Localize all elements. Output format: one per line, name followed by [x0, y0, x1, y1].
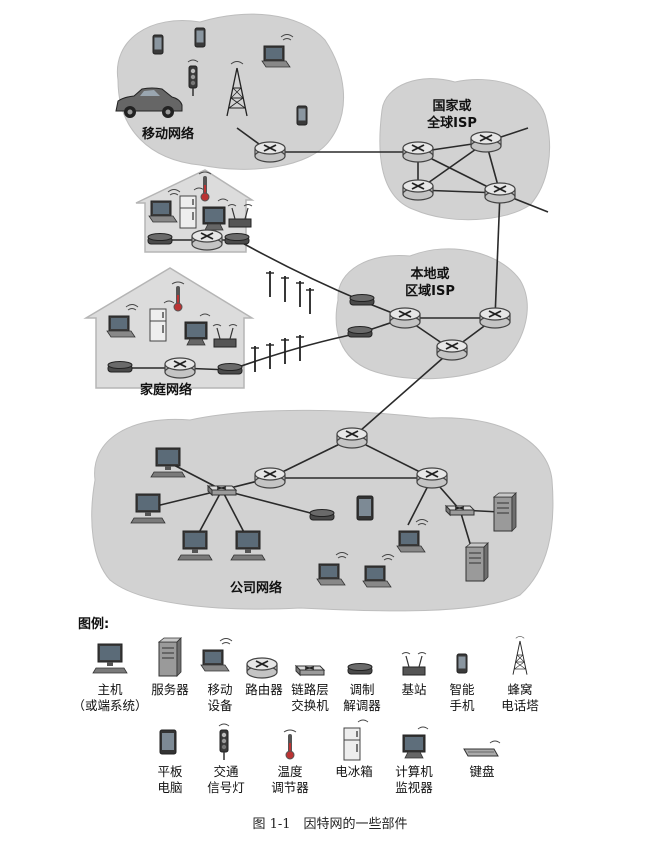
legend-label: 调节器: [271, 780, 309, 795]
legend-label: 智能: [449, 682, 475, 697]
legend-item-link-layer-switch: 链路层 交换机: [291, 665, 329, 713]
mobile-network-label: 移动网络: [142, 126, 194, 142]
telephone-poles: [250, 270, 315, 373]
fridge-icon: [343, 719, 369, 761]
cell-tower-icon: [512, 635, 528, 676]
legend-label: 交通: [213, 764, 239, 779]
legend-item-thermostat: 温度 调节器: [271, 728, 309, 795]
legend-item-traffic-light: 交通 信号灯: [207, 723, 245, 795]
legend-label: 温度: [277, 764, 303, 779]
legend-label: 键盘: [469, 764, 494, 779]
legend-item-keyboard: 键盘: [463, 740, 501, 779]
enterprise-network-label: 公司网络: [230, 580, 282, 596]
modem-icon: [347, 663, 373, 675]
server-icon: [158, 637, 182, 677]
legend-label: 移动: [207, 682, 232, 697]
legend-label: 电脑: [157, 780, 182, 795]
legend-item-modem: 调制 解调器: [343, 663, 381, 713]
legend-label: 主机: [97, 682, 123, 697]
legend-label: 电冰箱: [335, 764, 373, 779]
legend-item-fridge: 电冰箱: [335, 719, 373, 779]
tablet-icon: [159, 729, 177, 755]
monitor-icon: [402, 726, 429, 759]
legend-label: 信号灯: [207, 780, 245, 795]
thermostat-icon: [282, 728, 298, 761]
legend-label: 解调器: [343, 698, 381, 713]
keyboard-icon: [463, 740, 501, 757]
legend-title: 图例:: [78, 616, 109, 632]
global-isp-label-line2: 全球ISP: [426, 115, 477, 131]
legend-item-cell-tower: 蜂窝 电话塔: [501, 635, 539, 713]
legend-label: 交换机: [291, 698, 329, 713]
legend-label: （或端系统）: [72, 698, 147, 713]
global-isp-label-line1: 国家或: [432, 98, 471, 114]
traffic-light-icon: [218, 723, 230, 761]
legend-label: 手机: [449, 698, 475, 713]
figure-caption: 图 1-1 因特网的一些部件: [252, 816, 407, 832]
legend-label: 路由器: [245, 682, 283, 697]
legend-label: 设备: [207, 698, 233, 713]
legend-item-monitor: 计算机 监视器: [395, 726, 433, 795]
regional-isp-label-line1: 本地或: [410, 266, 449, 282]
mobile-network-cloud: [116, 13, 345, 170]
legend-label: 蜂窝: [507, 682, 532, 697]
legend-label: 平板: [157, 764, 183, 779]
legend-item-host: 主机 （或端系统）: [72, 643, 148, 713]
legend-item-server: 服务器: [151, 637, 189, 697]
legend-label: 基站: [401, 682, 426, 697]
legend-item-tablet: 平板 电脑: [157, 729, 183, 795]
regional-isp-cloud: [335, 248, 528, 380]
home-network-house-lower: [83, 267, 255, 389]
host-icon: [92, 643, 128, 674]
legend-label: 监视器: [395, 780, 433, 795]
legend-label: 服务器: [151, 682, 189, 697]
router-icon: [246, 657, 278, 679]
smartphone-icon: [456, 653, 468, 674]
legend-item-base-station: 基站: [401, 651, 427, 697]
mobile-device-icon: [200, 638, 233, 672]
legend-label: 链路层: [291, 682, 329, 697]
home-network-label: 家庭网络: [140, 382, 192, 398]
legend-label: 电话塔: [501, 698, 539, 713]
legend-label: 调制: [349, 682, 374, 697]
legend-item-smartphone: 智能 手机: [449, 653, 475, 713]
legend-item-router: 路由器: [245, 657, 283, 697]
legend-item-mobile-device: 移动 设备: [200, 638, 233, 713]
link-layer-switch-icon: [295, 665, 325, 676]
regional-isp-label-line2: 区域ISP: [405, 283, 455, 299]
base-station-icon: [401, 651, 427, 676]
legend-label: 计算机: [395, 764, 433, 779]
